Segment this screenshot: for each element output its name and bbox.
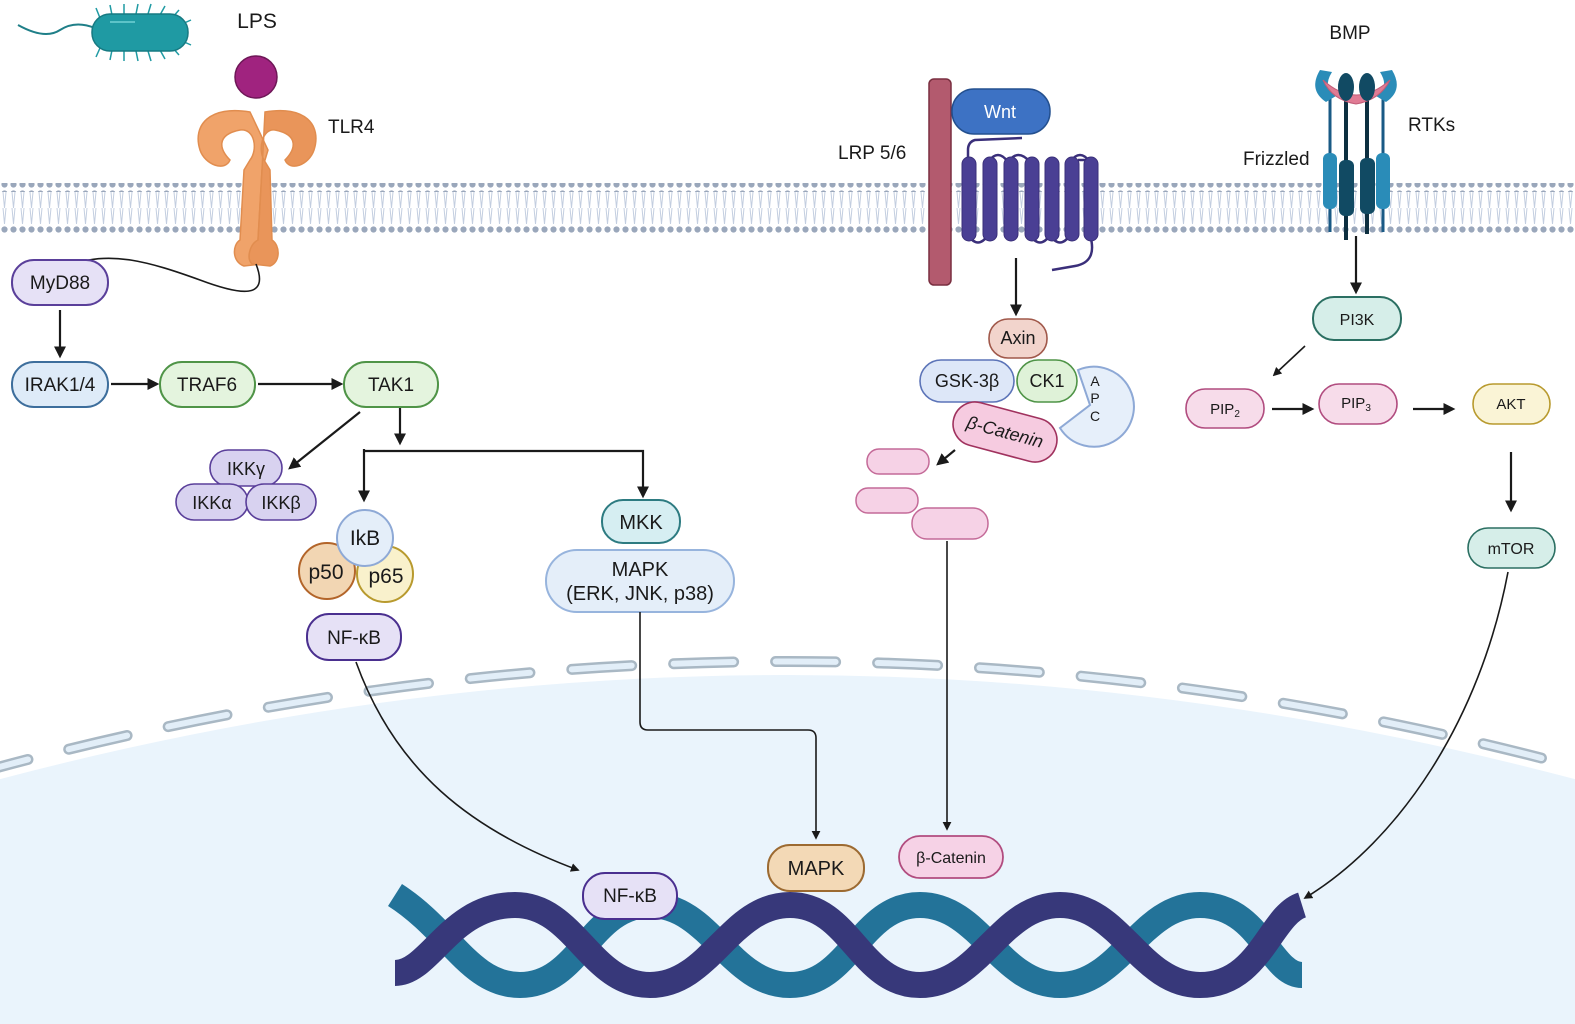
svg-text:PIP3: PIP3 xyxy=(1341,395,1371,414)
svg-text:AKT: AKT xyxy=(1496,396,1525,413)
svg-text:IKKβ: IKKβ xyxy=(261,493,300,513)
dna-helix-icon xyxy=(387,884,1308,999)
node-traf6[interactable]: TRAF6 xyxy=(159,361,256,408)
node-mtor[interactable]: mTOR xyxy=(1467,527,1556,569)
svg-text:IkB: IkB xyxy=(350,527,380,550)
node-beta-catenin-complex xyxy=(952,401,1058,463)
svg-text:NF-κB: NF-κB xyxy=(327,628,381,649)
branch-line-mkk xyxy=(364,449,650,499)
node-axin xyxy=(988,318,1048,359)
tlr4-label: TLR4 xyxy=(328,117,375,138)
arrow-nfkb-nucleus xyxy=(355,661,580,872)
node-pip2[interactable]: PIP2 xyxy=(1185,388,1265,429)
nfkb-ikb-complex[interactable]: p50 p65 IkB xyxy=(298,509,414,603)
svg-text:Axin: Axin xyxy=(1000,328,1035,348)
svg-text:(ERK, JNK, p38): (ERK, JNK, p38) xyxy=(566,583,714,605)
lrp-label: LRP 5/6 xyxy=(838,143,906,164)
svg-text:IKKα: IKKα xyxy=(192,493,231,513)
rtks-label: RTKs xyxy=(1408,115,1455,136)
node-ck1 xyxy=(1016,359,1078,403)
degraded-beta-catenin-fragments xyxy=(855,448,989,540)
cell-membrane xyxy=(0,183,1575,233)
node-irak[interactable]: IRAK1/4 xyxy=(11,361,109,408)
node-tak1[interactable]: TAK1 xyxy=(343,361,439,408)
svg-text:p50: p50 xyxy=(308,561,343,584)
node-mkk[interactable]: MKK xyxy=(601,499,681,544)
node-mapk[interactable]: MAPK (ERK, JNK, p38) xyxy=(545,549,735,613)
nucleus xyxy=(0,656,1575,1024)
svg-text:TAK1: TAK1 xyxy=(368,375,414,396)
bmp-label: BMP xyxy=(1329,23,1370,44)
svg-text:IKKγ: IKKγ xyxy=(227,459,265,479)
frizzled-label: Frizzled xyxy=(1243,149,1310,170)
bacterium-icon xyxy=(17,3,192,62)
nuclear-mapk[interactable]: MAPK xyxy=(767,844,865,892)
tlr4-myd88-link xyxy=(69,257,261,293)
wnt-ligand: Wnt xyxy=(951,88,1051,135)
svg-text:NF-κB: NF-κB xyxy=(603,886,657,907)
lps-label: LPS xyxy=(237,10,277,33)
destruction-complex[interactable]: A P C Axin GSK-3β CK1 β-Catenin xyxy=(919,318,1135,467)
svg-text:PI3K: PI3K xyxy=(1340,312,1375,329)
svg-text:CK1: CK1 xyxy=(1029,371,1064,391)
arrow-tak1-ikk xyxy=(288,411,361,470)
svg-text:MyD88: MyD88 xyxy=(30,273,90,294)
nuclear-beta-catenin[interactable]: β-Catenin xyxy=(898,835,1004,879)
nuclear-nfkb[interactable]: NF-κB xyxy=(582,872,678,920)
svg-text:β-Catenin: β-Catenin xyxy=(916,850,986,867)
svg-text:Wnt: Wnt xyxy=(984,102,1016,122)
node-myd88[interactable]: MyD88 xyxy=(11,259,109,306)
arrow-mapk-nucleus xyxy=(639,612,821,840)
svg-text:GSK-3β: GSK-3β xyxy=(935,371,999,391)
svg-text:C: C xyxy=(1090,408,1100,424)
arrow-mtor-nucleus xyxy=(1303,571,1509,899)
apc-icon xyxy=(1058,365,1135,448)
svg-text:P: P xyxy=(1090,390,1099,406)
arrow-bcat-degradation xyxy=(936,449,956,466)
frizzled-helices xyxy=(961,156,1099,242)
svg-text:IRAK1/4: IRAK1/4 xyxy=(25,375,96,396)
svg-text:TRAF6: TRAF6 xyxy=(177,375,237,396)
svg-text:mTOR: mTOR xyxy=(1488,541,1535,558)
node-pi3k[interactable]: PI3K xyxy=(1312,296,1402,341)
lrp-receptor-icon xyxy=(928,78,952,286)
node-akt[interactable]: AKT xyxy=(1472,383,1551,425)
arrow-pi3k-pip2 xyxy=(1272,345,1306,377)
svg-text:MAPK: MAPK xyxy=(612,559,669,581)
svg-text:MAPK: MAPK xyxy=(788,858,845,880)
tlr4-receptor-icon xyxy=(197,109,317,267)
node-pip3[interactable]: PIP3 xyxy=(1318,383,1398,425)
svg-text:p65: p65 xyxy=(368,565,403,588)
node-gsk3b xyxy=(919,359,1015,403)
svg-text:A: A xyxy=(1090,373,1100,389)
svg-text:MKK: MKK xyxy=(619,512,663,534)
lps-molecule-icon xyxy=(234,55,278,99)
node-nfkb[interactable]: NF-κB xyxy=(306,613,402,661)
rtk-receptor-icon xyxy=(1315,70,1397,240)
ikk-complex[interactable]: IKKγ IKKα IKKβ xyxy=(175,449,317,521)
svg-text:PIP2: PIP2 xyxy=(1210,401,1240,420)
